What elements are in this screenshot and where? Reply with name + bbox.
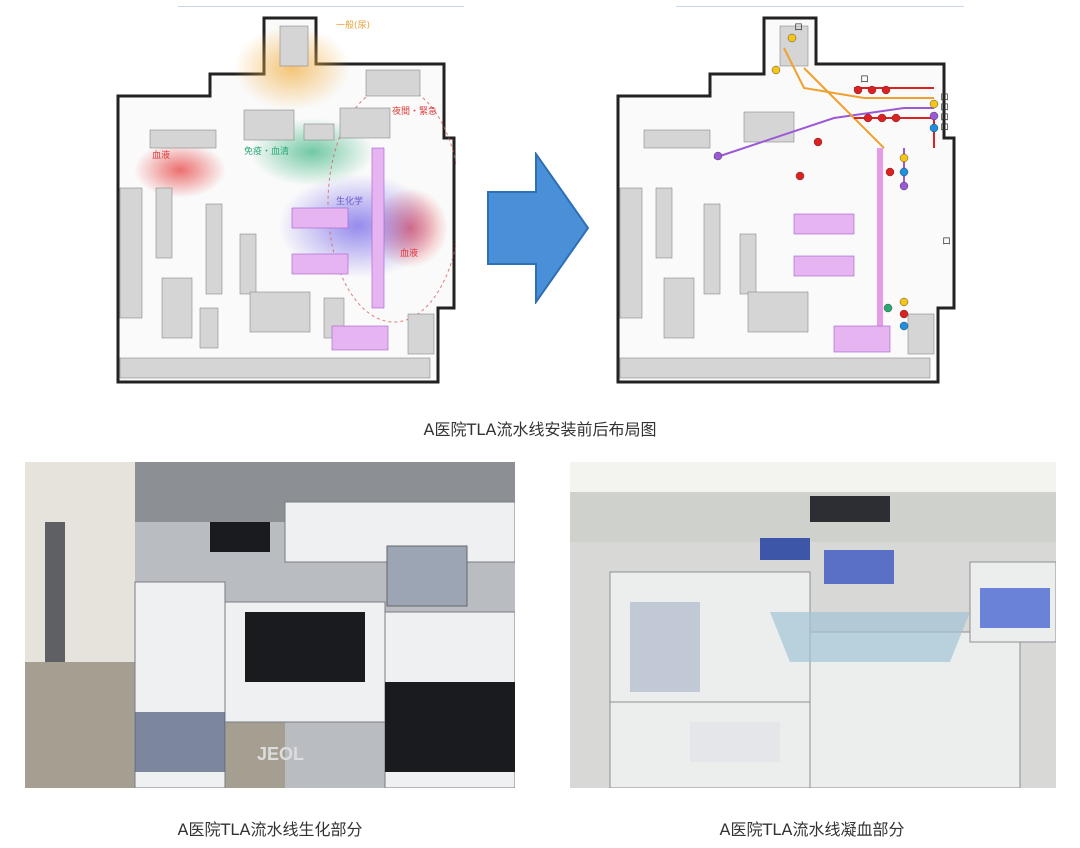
top-divider-left bbox=[178, 6, 464, 7]
after-label-4: ロ bbox=[940, 123, 949, 133]
photo-biochem: JEOL bbox=[25, 462, 515, 788]
photo-biochem-caption: A医院TLA流水线生化部分 bbox=[177, 820, 363, 839]
layout-caption: A医院TLA流水线安装前后布局图 bbox=[423, 420, 657, 439]
zone-label-blood: 血液 bbox=[400, 247, 418, 259]
zone-label-night: 夜間・緊急 bbox=[392, 105, 437, 117]
photo-biochem-drawing: JEOL bbox=[25, 462, 515, 788]
floor-plan-after: ロ ロ ロ ロ ロ ロ ロ bbox=[604, 8, 956, 388]
transition-arrow bbox=[486, 152, 590, 304]
floor-plan-after-drawing: ロ ロ ロ ロ ロ ロ ロ bbox=[616, 16, 956, 384]
photo-coagulation bbox=[570, 462, 1056, 788]
zone-label-general: 一般(尿) bbox=[336, 19, 370, 31]
zone-label-hema: 血液 bbox=[152, 149, 170, 161]
floor-plan-before-drawing: 一般(尿) 夜間・緊急 免疫・血清 血液 生化学 血液 bbox=[116, 16, 456, 384]
photo-coagulation-drawing bbox=[570, 462, 1056, 788]
after-label-3: ロ bbox=[940, 113, 949, 123]
zone-label-immuno: 免疫・血清 bbox=[244, 145, 289, 157]
after-label-6: ロ bbox=[942, 237, 951, 247]
top-divider-right bbox=[676, 6, 964, 7]
zone-label-biochem: 生化学 bbox=[336, 195, 363, 207]
floor-plan-before: 一般(尿) 夜間・緊急 免疫・血清 血液 生化学 血液 bbox=[104, 8, 456, 388]
photo-coagulation-caption: A医院TLA流水线凝血部分 bbox=[719, 820, 905, 839]
photo-biochem-panel-text: JEOL bbox=[257, 744, 304, 764]
after-label-2: ロ bbox=[940, 103, 949, 113]
after-label-5: ロ bbox=[860, 75, 869, 85]
after-label-1: ロ bbox=[940, 93, 949, 103]
after-label-7: ロ bbox=[794, 23, 803, 33]
arrow-icon bbox=[487, 152, 590, 304]
